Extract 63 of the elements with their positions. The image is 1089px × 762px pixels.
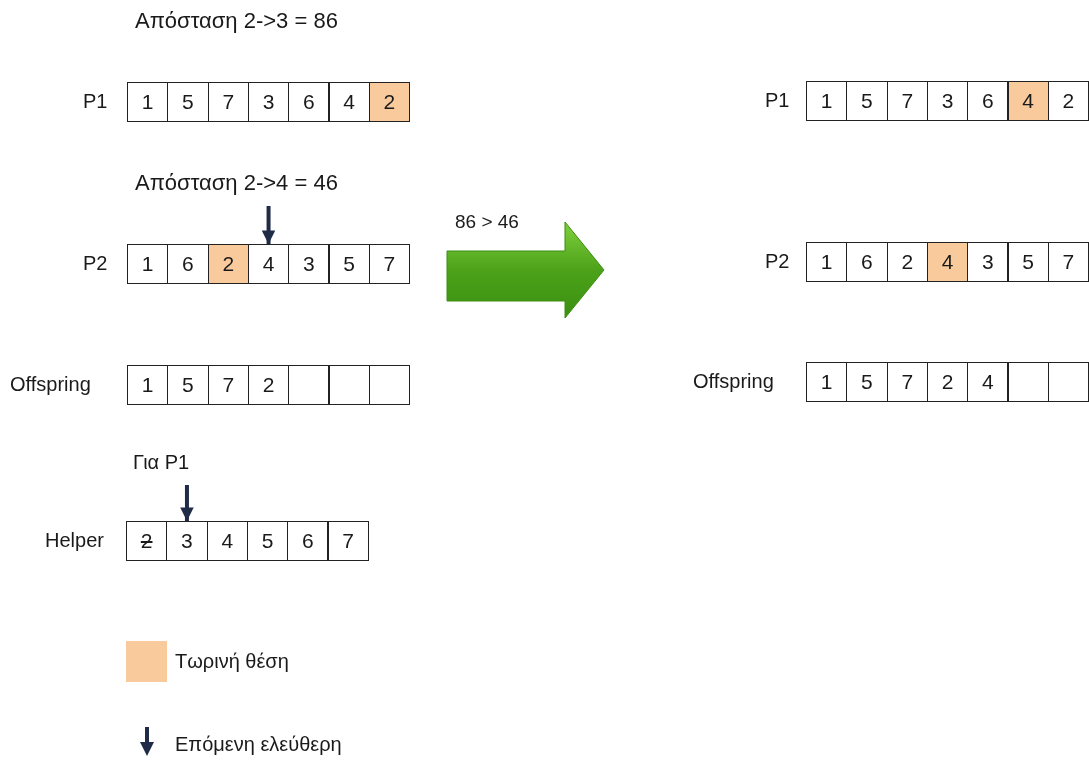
array-cell: 4 (247, 244, 290, 284)
row-label: Offspring (693, 371, 774, 391)
array-cell: 5 (846, 362, 888, 402)
array-cell: 7 (886, 362, 928, 402)
array-cell: 2 (1047, 81, 1089, 121)
legend-text: Επόμενη ελεύθερη (175, 734, 342, 754)
row-label: P1 (83, 91, 108, 111)
array-cell: 1 (127, 365, 169, 405)
array-cell: 2 (126, 521, 168, 561)
array-cell: 3 (166, 521, 208, 561)
array-cell: 2 (368, 82, 411, 122)
row-label: Offspring (10, 374, 91, 394)
pointer-arrow (261, 206, 276, 244)
array-cell: 5 (1007, 242, 1049, 282)
array-cell: 1 (127, 244, 169, 284)
array-cell: 7 (368, 244, 411, 284)
array-cell: 1 (806, 362, 848, 402)
array-cell: 7 (886, 81, 928, 121)
array-cell: 6 (846, 242, 888, 282)
array-cell: 7 (207, 365, 249, 405)
array-cell: 6 (287, 521, 329, 561)
array-cell: 3 (247, 82, 290, 122)
array-cell: 2 (207, 244, 249, 284)
heading-text: Απόσταση 2->4 = 46 (135, 172, 338, 194)
array-cell (368, 365, 411, 405)
array-cell: 3 (967, 242, 1009, 282)
array-cell: 2 (886, 242, 928, 282)
array-cell: 7 (327, 521, 369, 561)
array-cell: 1 (806, 242, 848, 282)
comparison-text: 86 > 46 (455, 212, 519, 231)
row-label: Helper (45, 530, 104, 550)
row-label: P2 (83, 253, 108, 273)
array-cell: 5 (328, 244, 370, 284)
array-cell (1047, 362, 1089, 402)
array-cell (328, 365, 370, 405)
pointer-arrow (180, 485, 194, 521)
array-cell (1007, 362, 1049, 402)
array-cell: 1 (127, 82, 169, 122)
array-cell: 4 (328, 82, 370, 122)
array-cell: 5 (246, 521, 289, 561)
array-cell: 3 (926, 81, 969, 121)
array-cell: 7 (1047, 242, 1089, 282)
array-cell: 5 (846, 81, 888, 121)
array-cell: 5 (167, 82, 209, 122)
row-label: P2 (765, 251, 790, 271)
heading-text: Απόσταση 2->3 = 86 (135, 10, 338, 32)
row-label: P1 (765, 90, 790, 110)
array-cell: 1 (806, 81, 848, 121)
array-cell: 4 (206, 521, 248, 561)
array-cell: 6 (967, 81, 1009, 121)
array-cell: 7 (207, 82, 249, 122)
array-cell: 2 (247, 365, 290, 405)
array-cell: 4 (1007, 81, 1049, 121)
array-cell: 2 (926, 362, 969, 402)
array-cell: 4 (967, 362, 1009, 402)
array-cell: 6 (167, 244, 209, 284)
legend-text: Τωρινή θέση (175, 651, 289, 671)
array-cell: 3 (288, 244, 330, 284)
pointer-caption: Για P1 (133, 452, 190, 472)
array-cell: 4 (926, 242, 969, 282)
array-cell: 6 (288, 82, 330, 122)
array-cell: 5 (167, 365, 209, 405)
array-cell (288, 365, 330, 405)
